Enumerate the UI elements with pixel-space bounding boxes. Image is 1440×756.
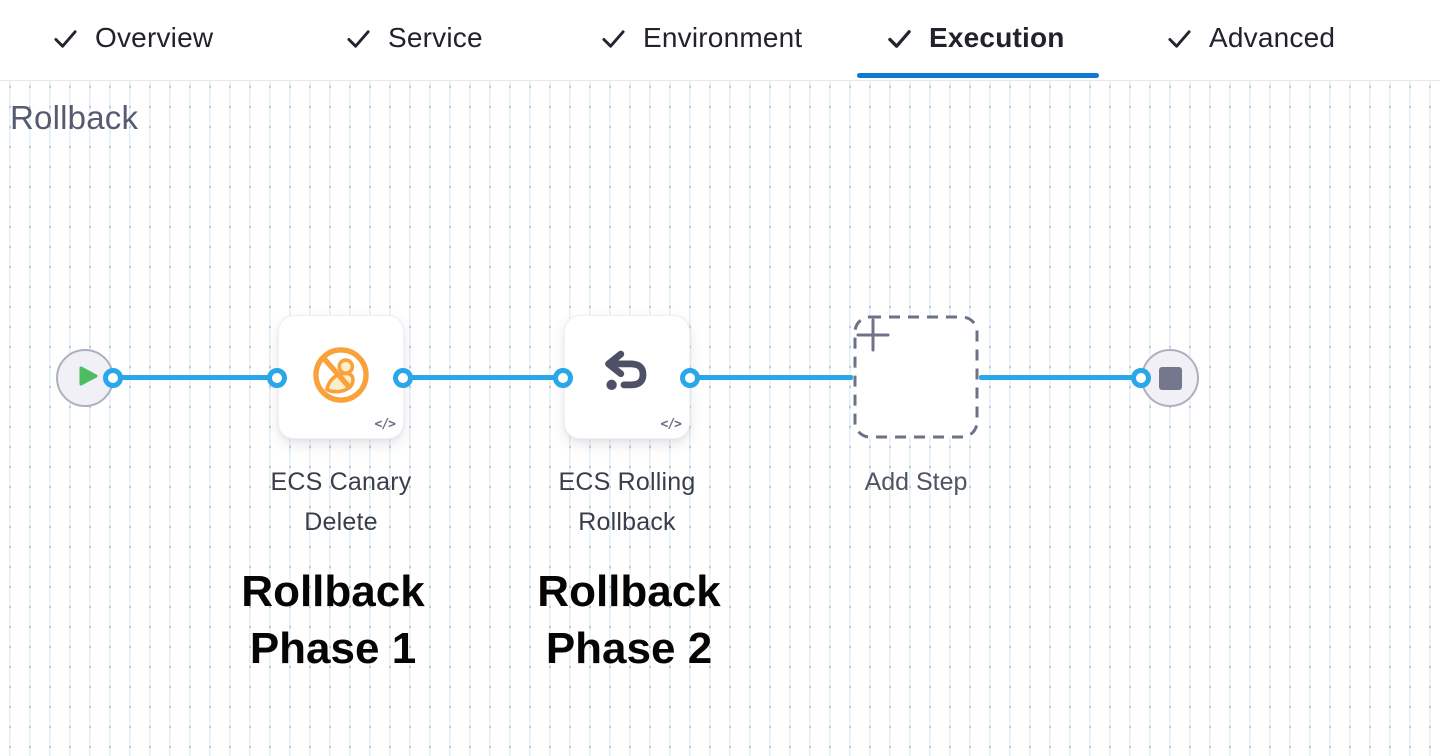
connector-line <box>403 375 563 380</box>
stage-tab-bar: Overview Service Environment Execution A <box>0 0 1440 81</box>
check-icon <box>346 26 371 51</box>
check-icon <box>53 26 78 51</box>
tab-overview[interactable]: Overview <box>53 0 213 76</box>
tab-execution-label: Execution <box>929 22 1065 53</box>
add-step-button[interactable] <box>853 315 979 439</box>
ecs-canary-delete-icon <box>310 344 372 411</box>
check-icon <box>601 26 626 51</box>
annotation-rollback-phase-1: Rollback Phase 1 <box>241 567 425 673</box>
connector-port <box>393 368 413 388</box>
plus-icon <box>853 315 979 439</box>
ecs-rolling-rollback-icon <box>595 343 659 412</box>
connector-port <box>267 368 287 388</box>
tab-environment-label: Environment <box>643 22 803 53</box>
tab-service-label: Service <box>388 22 483 53</box>
add-step-label: Add Step <box>864 468 968 496</box>
step-name-ecs-canary-delete: ECS Canary Delete <box>270 468 412 536</box>
connector-port <box>103 368 123 388</box>
active-tab-indicator <box>857 73 1099 78</box>
tab-execution[interactable]: Execution <box>887 0 1065 76</box>
check-icon <box>887 26 912 51</box>
step-card-ecs-canary-delete[interactable]: </> <box>278 315 404 439</box>
tab-advanced[interactable]: Advanced <box>1167 0 1335 76</box>
connector-port <box>1131 368 1151 388</box>
connector-line <box>113 375 277 380</box>
tab-advanced-label: Advanced <box>1209 22 1336 53</box>
section-title: Rollback <box>10 99 139 136</box>
end-node <box>1141 349 1199 407</box>
check-icon <box>1167 26 1192 51</box>
tab-service[interactable]: Service <box>346 0 483 76</box>
connector-line <box>690 375 853 380</box>
tab-overview-label: Overview <box>95 22 214 53</box>
code-icon: </> <box>660 417 683 432</box>
connector-port <box>553 368 573 388</box>
connector-port <box>680 368 700 388</box>
pipeline-canvas: Rollback </> <box>0 81 1440 756</box>
step-name-ecs-rolling-rollback: ECS Rolling Rollback <box>558 468 696 536</box>
step-card-ecs-rolling-rollback[interactable]: </> <box>564 315 690 439</box>
play-icon <box>77 365 99 392</box>
connector-line <box>979 375 1141 380</box>
tab-environment[interactable]: Environment <box>601 0 802 76</box>
code-icon: </> <box>374 417 397 432</box>
stop-icon <box>1158 366 1182 390</box>
annotation-rollback-phase-2: Rollback Phase 2 <box>537 567 721 673</box>
